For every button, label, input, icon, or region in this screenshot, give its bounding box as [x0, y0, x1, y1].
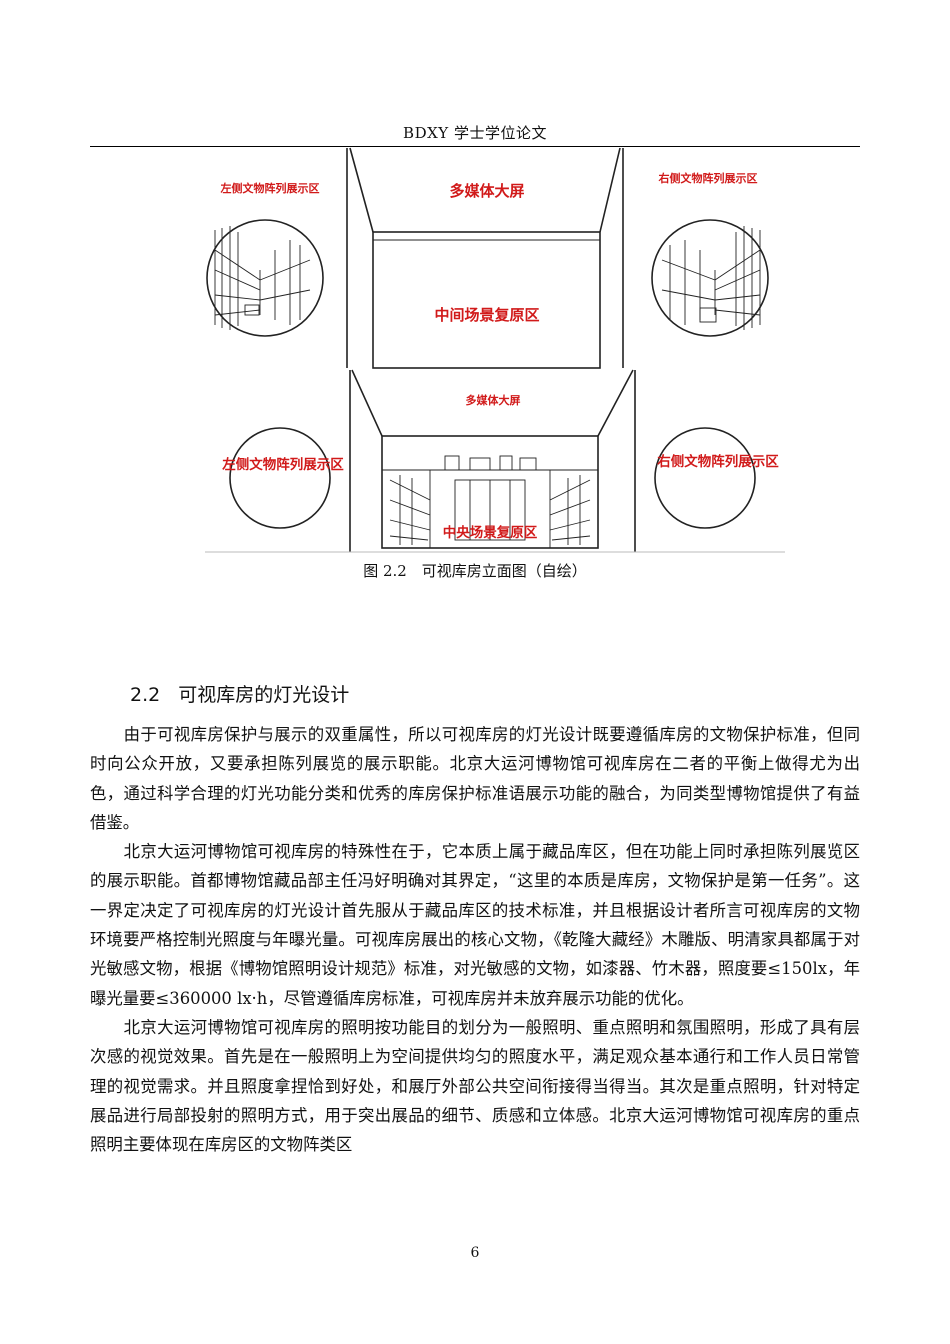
right-shelf-sketch: [661, 226, 761, 330]
elevation-figure: 左侧文物阵列展示区 多媒体大屏 中间场景复原区 右侧文物阵列展示区 多媒体大屏 …: [200, 140, 790, 560]
left-round-window: [206, 219, 324, 337]
bottom-elevation-drawing: [205, 369, 785, 553]
label-bottom-screen: 多媒体大屏: [466, 393, 521, 407]
label-top-screen: 多媒体大屏: [449, 182, 524, 200]
center-scene-sketch: [382, 455, 598, 548]
page-header: BDXY 学士学位论文: [403, 124, 547, 142]
header-rule: [90, 146, 860, 147]
paragraph: 北京大运河博物馆可视库房的特殊性在于，它本质上属于藏品库区，但在功能上同时承担陈…: [90, 842, 860, 1008]
top-elevation-drawing: [206, 147, 769, 369]
figure-caption: 图 2.2 可视库房立面图（自绘）: [363, 562, 587, 580]
label-top-right-zone: 右侧文物阵列展示区: [658, 171, 758, 185]
label-bottom-center-zone: 中央场景复原区: [443, 524, 538, 541]
left-shelf-sketch: [214, 226, 311, 330]
label-top-center-zone: 中间场景复原区: [434, 306, 539, 324]
label-bottom-right-zone: 右侧文物阵列展示区: [657, 453, 779, 470]
bottom-right-round-window: [654, 427, 756, 529]
section-number: 2.2: [130, 684, 161, 706]
bottom-left-round-window: [229, 427, 331, 529]
label-bottom-left-zone: 左侧文物阵列展示区: [221, 456, 344, 473]
paragraph: 北京大运河博物馆可视库房的照明按功能目的划分为一般照明、重点照明和氛围照明，形成…: [90, 1017, 860, 1155]
label-top-left-zone: 左侧文物阵列展示区: [220, 181, 320, 195]
page-number: 6: [470, 1245, 480, 1261]
right-round-window: [651, 219, 769, 337]
paragraph: 由于可视库房保护与展示的双重属性，所以可视库房的灯光设计既要遵循库房的文物保护标…: [90, 725, 860, 832]
body-text: 由于可视库房保护与展示的双重属性，所以可视库房的灯光设计既要遵循库房的文物保护标…: [90, 720, 860, 1159]
section-heading: 2.2 可视库房的灯光设计: [130, 680, 349, 707]
section-title: 可视库房的灯光设计: [178, 684, 350, 706]
